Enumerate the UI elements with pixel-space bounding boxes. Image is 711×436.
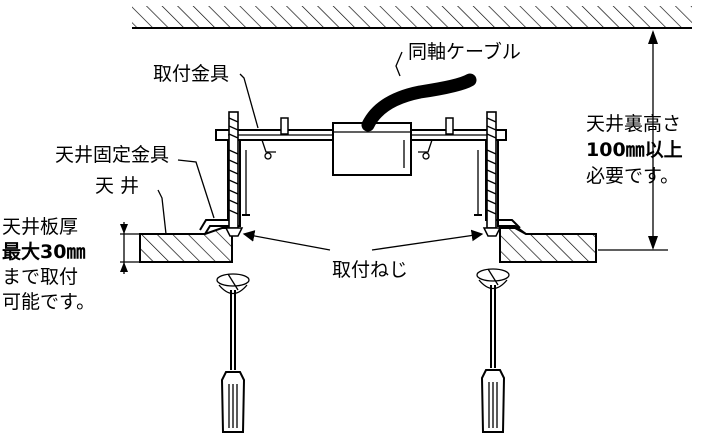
- board-note-line-3: まで取付: [2, 266, 78, 288]
- overhead-slab: [132, 6, 692, 29]
- ceiling-fixing-bracket-left: [199, 140, 250, 235]
- ceiling-fixing-bracket-right: [474, 140, 527, 235]
- small-bolts: [280, 117, 454, 135]
- coax-cable-label: 同軸ケーブル: [408, 40, 521, 63]
- junction-box: [332, 122, 412, 176]
- bolt-left: [228, 111, 239, 229]
- ceiling-label: 天 井: [95, 175, 139, 197]
- ceiling-board-left: [139, 227, 233, 263]
- screw-heads: [224, 227, 502, 237]
- height-note-line-1: 天井裏高さ: [586, 113, 681, 135]
- coax-cable: [361, 73, 477, 132]
- height-dimension: [598, 30, 668, 251]
- ceiling-fixing-bracket-label: 天井固定金具: [55, 144, 169, 166]
- board-note-line-1: 天井板厚: [2, 216, 78, 238]
- mounting-screw-arrows: [242, 229, 484, 251]
- board-thickness-note: 天井板厚 最大30㎜ まで取付 可能です。: [2, 216, 95, 313]
- height-note-line-2: 100㎜以上: [586, 139, 683, 161]
- board-note-line-4: 可能です。: [2, 291, 95, 313]
- leader-lines: [157, 51, 403, 235]
- screwdriver-left: [216, 273, 250, 433]
- mounting-screw-label: 取付ねじ: [332, 259, 408, 281]
- height-note-line-3: 必要です。: [586, 165, 679, 187]
- bracket-hooks: [261, 139, 433, 160]
- board-thickness-dimension: [120, 222, 142, 274]
- board-note-line-2: 最大30㎜: [2, 240, 85, 263]
- screwdriver-right: [476, 268, 510, 433]
- ceiling-board-right: [499, 227, 597, 263]
- bolt-right: [486, 111, 497, 229]
- height-note: 天井裏高さ 100㎜以上 必要です。: [586, 113, 683, 187]
- mounting-bracket-label: 取付金具: [153, 63, 229, 85]
